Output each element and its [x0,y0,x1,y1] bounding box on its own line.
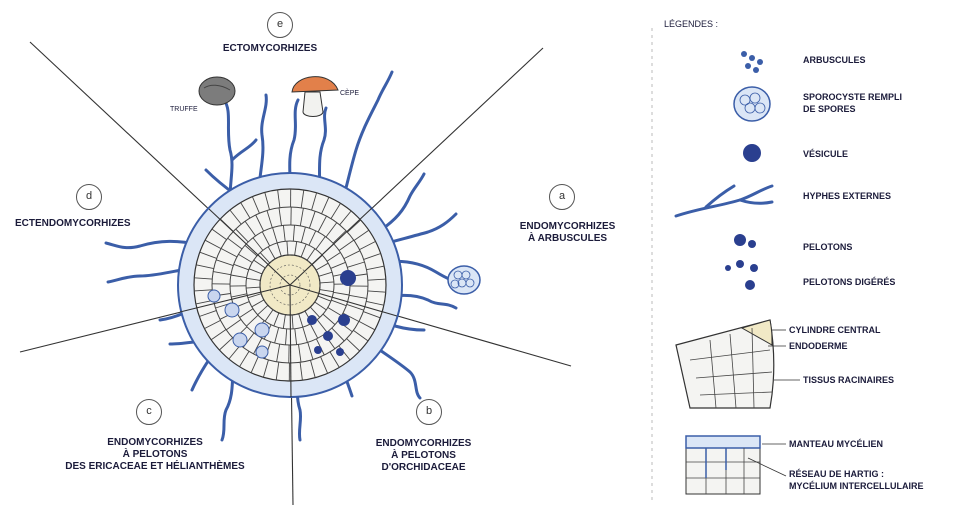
hyphae-legend-icon [676,186,772,216]
legend-hartig-1: RÉSEAU DE HARTIG : [789,468,884,480]
sector-letter-a: a [549,184,575,210]
sector-letter-d: d [76,184,102,210]
legend-sporocyste-2: DE SPORES [803,103,856,115]
legend-sporocyste-1: SPOROCYSTE REMPLI [803,91,902,103]
sector-d-title: ECTENDOMYCORHIZES [15,218,131,230]
arbuscule-icon [741,51,763,73]
sector-b-title-1: ENDOMYCORHIZES [356,438,491,450]
legend-pelotons: PELOTONS [803,241,852,253]
vesicle-legend-icon [743,144,761,162]
legend-manteau: MANTEAU MYCÉLIEN [789,438,883,450]
vesicle [340,270,356,286]
sector-c-title-1: ENDOMYCORHIZES [55,437,255,449]
sector-letter-c: c [136,399,162,425]
sector-b-title-3: D'ORCHIDACEAE [356,462,491,474]
legend-arbuscules: ARBUSCULES [803,54,866,66]
truffle-label: TRUFFE [170,104,198,116]
legend-endoderme: ENDODERME [789,340,848,352]
sector-c-title-3: DES ERICACEAE ET HÉLIANTHÈMES [55,461,255,473]
sporocyst-legend-icon [734,87,770,121]
sector-a-title-1: ENDOMYCORHIZES [500,221,635,233]
cep-label: CÈPE [340,88,359,100]
peloton-legend-icon [725,234,758,290]
sector-c-title-2: À PELOTONS [55,449,255,461]
legend-hartig-2: MYCÉLIUM INTERCELLULAIRE [789,480,924,492]
legend-hyphes: HYPHES EXTERNES [803,190,891,202]
legend-tissus: TISSUS RACINAIRES [803,374,894,386]
truffle-icon [199,77,235,105]
mantle-legend-icon [686,436,760,494]
legend-cylindre: CYLINDRE CENTRAL [789,324,881,336]
sector-e-title: ECTOMYCORHIZES [205,43,335,55]
root-tissue-legend-icon [676,320,774,408]
legend-title: LÉGENDES : [664,18,718,30]
root-cross-section [178,173,402,397]
legend-vesicule: VÉSICULE [803,148,848,160]
sector-letter-b: b [416,399,442,425]
legend-pelotons-digeres: PELOTONS DIGÉRÉS [803,276,895,288]
cep-icon [292,77,338,117]
sector-letter-e: e [267,12,293,38]
sector-b-title-2: À PELOTONS [356,450,491,462]
sporocyst [448,266,480,294]
sector-a-title-2: À ARBUSCULES [500,233,635,245]
